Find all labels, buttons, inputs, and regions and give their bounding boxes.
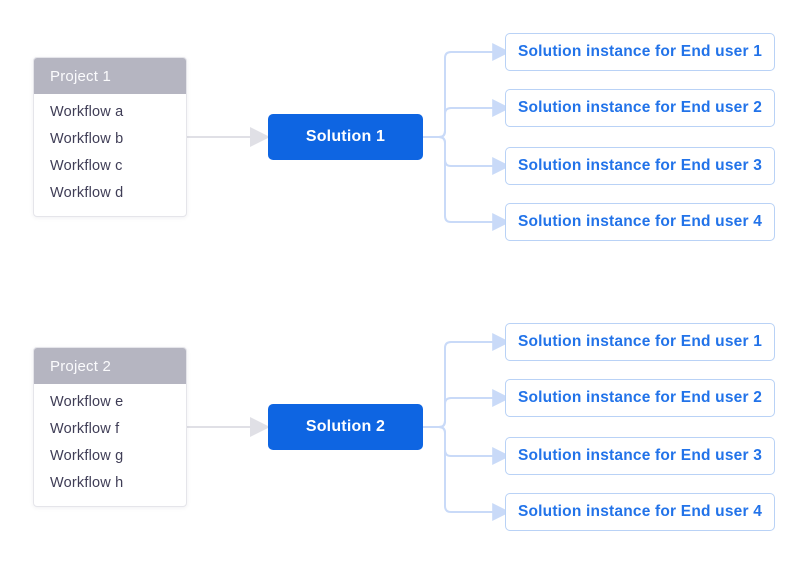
solution-2-node: Solution 2 [268,404,423,450]
project-1-title: Project 1 [34,58,186,94]
project-1-node: Project 1 Workflow a Workflow b Workflow… [33,57,187,217]
workflow-item: Workflow h [50,475,124,491]
project-2-workflow-list: Workflow e Workflow f Workflow g Workflo… [34,384,186,497]
solution-2-instance-2: Solution instance for End user 2 [505,379,775,417]
workflow-item: Workflow a [50,104,124,120]
solution-1-instance-1: Solution instance for End user 1 [505,33,775,71]
flow-group-2: Project 2 Workflow e Workflow f Workflow… [0,290,808,564]
solution-1-instance-4: Solution instance for End user 4 [505,203,775,241]
project-2-node: Project 2 Workflow e Workflow f Workflow… [33,347,187,507]
project-2-title: Project 2 [34,348,186,384]
workflow-item: Workflow b [50,131,124,147]
solution-1-node: Solution 1 [268,114,423,160]
workflow-item: Workflow f [50,421,120,437]
project-1-workflow-list: Workflow a Workflow b Workflow c Workflo… [34,94,186,207]
solution-2-instance-4: Solution instance for End user 4 [505,493,775,531]
workflow-item: Workflow d [50,185,124,201]
solution-2-instance-3: Solution instance for End user 3 [505,437,775,475]
flow-group-1: Project 1 Workflow a Workflow b Workflow… [0,0,808,274]
solution-1-instance-2: Solution instance for End user 2 [505,89,775,127]
workflow-item: Workflow e [50,394,124,410]
workflow-item: Workflow c [50,158,123,174]
workflow-item: Workflow g [50,448,124,464]
solution-1-instance-3: Solution instance for End user 3 [505,147,775,185]
solution-2-instance-1: Solution instance for End user 1 [505,323,775,361]
